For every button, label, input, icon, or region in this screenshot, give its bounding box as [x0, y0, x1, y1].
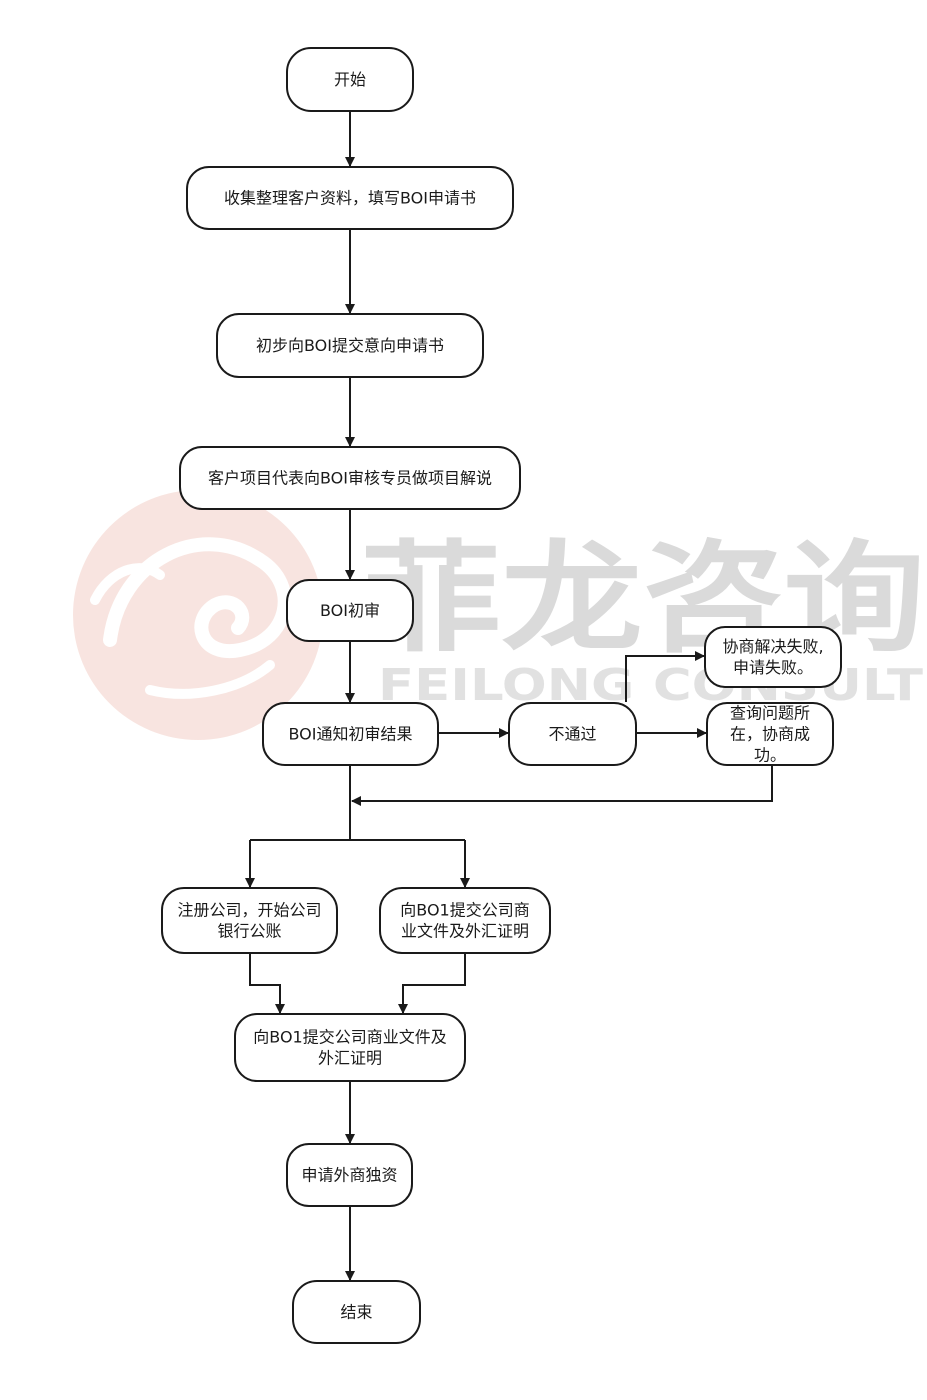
node-label-line: 在，协商成 [730, 725, 810, 744]
node-label-line: 开始 [334, 70, 366, 89]
edge-docs-merge [398, 953, 466, 1014]
node-label-line: 初步向BOI提交意向申请书 [256, 336, 444, 355]
node-submit-intent: 初步向BOI提交意向申请书 [216, 313, 484, 378]
node-label-line: 申请外商独资 [301, 1166, 397, 1185]
node-box [706, 702, 834, 766]
node-start: 开始 [286, 47, 414, 112]
node-box [286, 47, 414, 112]
edge-register-merge [249, 953, 285, 1014]
node-label-line: 查询问题所 [730, 704, 810, 723]
node-label-line: 功。 [754, 746, 786, 765]
node-box [186, 166, 514, 230]
node-negotiation-failed: 协商解决失败, 申请失败。 [704, 626, 842, 688]
node-label-line: 结束 [340, 1303, 372, 1322]
node-label-line: 客户项目代表向BOI审核专员做项目解说 [208, 469, 492, 488]
node-notify-result: BOI通知初审结果 [262, 702, 439, 766]
node-label-line: BOI通知初审结果 [288, 725, 412, 744]
node-box [234, 1013, 466, 1082]
node-box [508, 702, 637, 766]
node-initial-review: BOI初审 [286, 579, 414, 642]
node-collect: 收集整理客户资料，填写BOI申请书 [186, 166, 514, 230]
node-box [286, 1143, 413, 1207]
node-label-line: 不通过 [548, 725, 596, 744]
node-apply-wfoe: 申请外商独资 [286, 1143, 413, 1207]
dragon-logo-icon [73, 490, 323, 740]
node-not-passed: 不通过 [508, 702, 637, 766]
node-box [704, 626, 842, 688]
node-box [179, 446, 521, 510]
edges [245, 111, 773, 1281]
node-label-line: 向BO1提交公司商 [400, 901, 529, 920]
node-box [216, 313, 484, 378]
node-label-line: 收集整理客户资料，填写BOI申请书 [224, 189, 476, 208]
node-label-line: 外汇证明 [318, 1049, 382, 1068]
node-end: 结束 [292, 1280, 421, 1344]
node-label-line: 向BO1提交公司商业文件及 [253, 1028, 446, 1047]
node-label-line: 业文件及外汇证明 [401, 922, 529, 941]
node-box [286, 579, 414, 642]
node-label-line: 申请失败。 [733, 658, 813, 677]
node-box [379, 887, 551, 954]
node-box [262, 702, 439, 766]
node-label-line: 注册公司，开始公司 [177, 901, 321, 920]
node-label-line: 银行公账 [217, 922, 281, 941]
edge-success-return [351, 765, 773, 806]
node-label-line: 协商解决失败, [722, 637, 823, 656]
node-label-line: BOI初审 [320, 601, 380, 620]
node-box [292, 1280, 421, 1344]
edge-notpassed-failed [625, 651, 705, 702]
node-present: 客户项目代表向BOI审核专员做项目解说 [179, 446, 521, 510]
node-box [161, 887, 338, 954]
